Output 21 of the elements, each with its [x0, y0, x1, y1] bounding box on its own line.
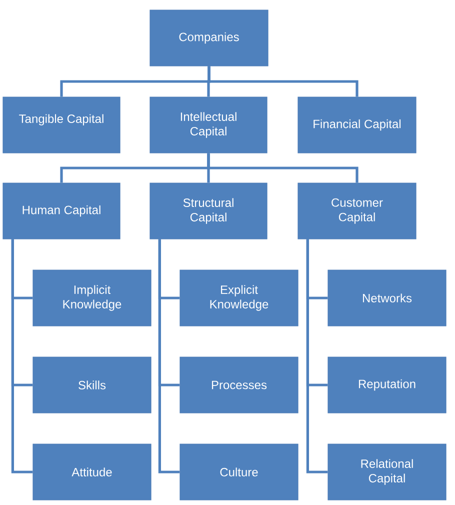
connector — [11, 239, 33, 474]
chart-box: Networks — [328, 270, 446, 326]
chart-box: Processes — [180, 356, 298, 414]
chart-box: Reputation — [328, 356, 446, 414]
connector — [207, 153, 358, 183]
chart-box: Explicit Knowledge — [180, 270, 298, 326]
chart-box: Intellectual Capital — [150, 96, 268, 154]
chart-box: Tangible Capital — [2, 96, 120, 154]
chart-box: Skills — [32, 356, 152, 414]
chart-box: Culture — [180, 444, 298, 500]
chart-box: Companies — [150, 10, 268, 66]
chart-box: Relational Capital — [328, 444, 446, 500]
chart-box: Financial Capital — [298, 96, 416, 154]
chart-box: Human Capital — [2, 182, 120, 240]
chart-box: Customer Capital — [298, 182, 416, 240]
chart-box: Implicit Knowledge — [32, 270, 152, 326]
connector — [306, 239, 328, 474]
chart-box: Attitude — [32, 444, 152, 500]
connector — [208, 66, 358, 97]
chart-box: Structural Capital — [150, 182, 268, 240]
connector — [158, 239, 180, 474]
